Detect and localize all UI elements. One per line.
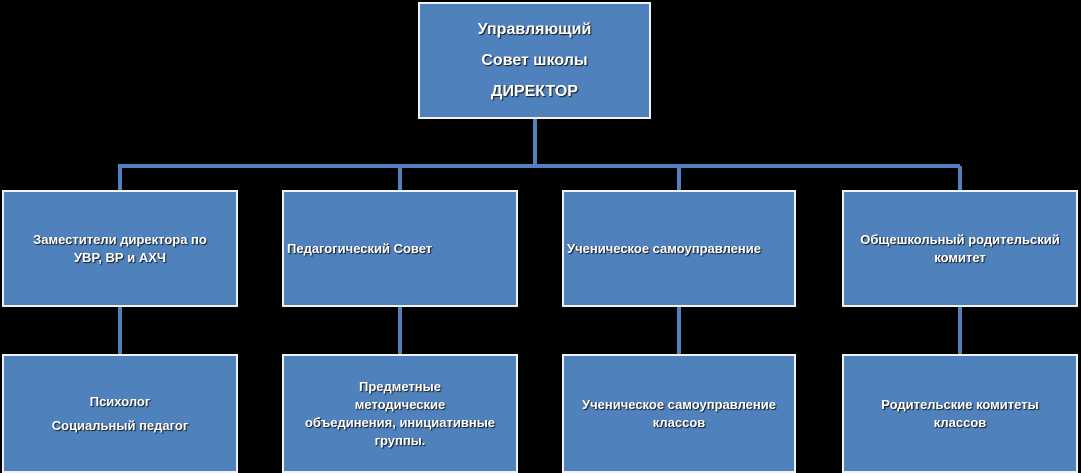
class-parent-committees-box: Родительские комитеты классов bbox=[842, 354, 1078, 473]
psychologist-line1: Психолог bbox=[89, 393, 151, 409]
director-box: Управляющий Совет школы ДИРЕКТОР bbox=[418, 2, 651, 119]
methodical-associations-line2: методические bbox=[354, 396, 446, 412]
student-government-box: Ученическое самоуправление bbox=[562, 190, 796, 307]
methodical-associations-line1: Предметные bbox=[359, 378, 441, 394]
director-box-line1: Управляющий bbox=[477, 21, 592, 38]
class-student-government-box: Ученическое самоуправление классов bbox=[562, 354, 796, 473]
director-box-line3: ДИРЕКТОР bbox=[491, 83, 578, 100]
class-student-government-line1: Ученическое самоуправление bbox=[582, 396, 776, 412]
student-government-line1: Ученическое самоуправление bbox=[567, 240, 761, 256]
class-parent-committees-line1: Родительские комитеты bbox=[881, 396, 1039, 412]
class-parent-committees-line2: классов bbox=[933, 414, 987, 430]
deputy-directors-box: Заместители директора по УВР, ВР и АХЧ bbox=[2, 190, 238, 307]
pedagogical-council-line1: Педагогический Совет bbox=[287, 240, 433, 256]
psychologist-box: Психолог Социальный педагог bbox=[2, 354, 238, 473]
methodical-associations-box: Предметные методические объединения, ини… bbox=[282, 354, 518, 473]
methodical-associations-line3: объединения, инициативные bbox=[304, 414, 496, 430]
pedagogical-council-box: Педагогический Совет bbox=[282, 190, 518, 307]
deputy-directors-line2: УВР, ВР и АХЧ bbox=[73, 249, 167, 265]
parent-committee-line2: комитет bbox=[934, 249, 986, 265]
class-student-government-line2: классов bbox=[652, 414, 706, 430]
deputy-directors-line1: Заместители директора по bbox=[33, 231, 207, 247]
psychologist-line2: Социальный педагог bbox=[51, 417, 189, 433]
methodical-associations-line4: группы. bbox=[374, 432, 426, 448]
director-box-line2: Совет школы bbox=[481, 52, 588, 69]
parent-committee-line1: Общешкольный родительский bbox=[860, 231, 1060, 247]
parent-committee-box: Общешкольный родительский комитет bbox=[842, 190, 1078, 307]
